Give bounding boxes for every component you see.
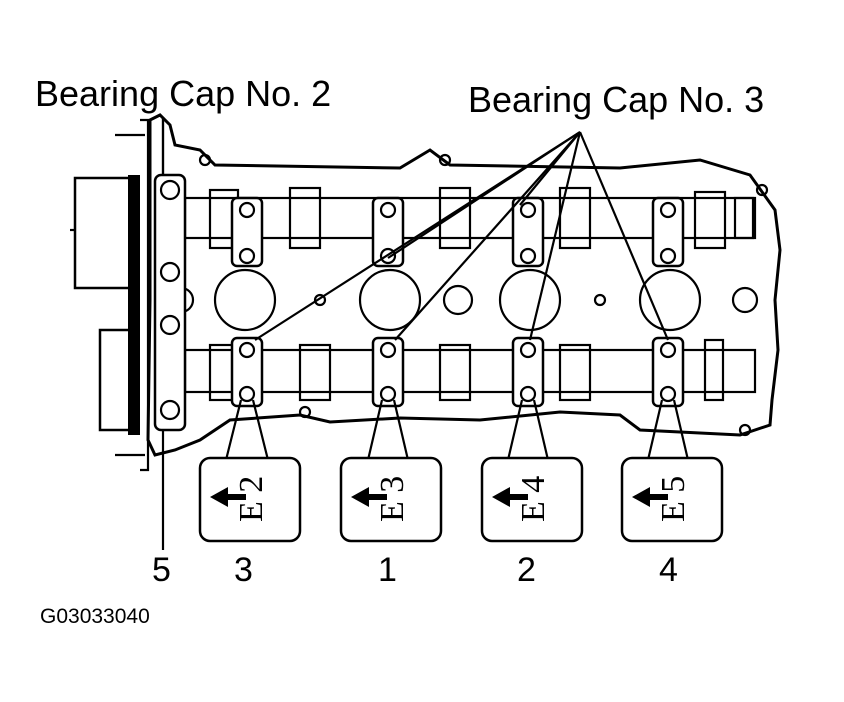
- sequence-number-1: 1: [378, 551, 397, 589]
- bearing-cap: [651, 336, 685, 408]
- sequence-number-2: 2: [517, 551, 536, 589]
- bearing-caps-intake: [230, 196, 685, 268]
- bearing-cap: [230, 196, 264, 268]
- bearing-cap: [511, 336, 545, 408]
- intake-camshaft: [183, 186, 757, 250]
- tag-e3-text: E 3: [374, 476, 411, 522]
- bearing-cap: [371, 336, 405, 408]
- tag-e2-text: E 2: [233, 476, 270, 522]
- bearing-cap: [651, 196, 685, 268]
- label-bearing-cap-no2: Bearing Cap No. 2: [35, 73, 331, 114]
- tag-e4-text: E 4: [515, 476, 552, 522]
- tag-connectors: [224, 399, 690, 461]
- sequence-number-4: 4: [659, 551, 678, 589]
- tag-e3: E 3: [339, 456, 443, 543]
- tag-e5: E 5: [620, 456, 724, 543]
- figure-code: G03033040: [40, 605, 150, 628]
- bearing-caps-exhaust: [230, 336, 685, 408]
- tag-e4: E 4: [480, 456, 584, 543]
- bearing-cap: [511, 196, 545, 268]
- label-bearing-cap-no3: Bearing Cap No. 3: [468, 79, 764, 120]
- leader-lines-cap3: [254, 131, 670, 341]
- tag-e2: E 2: [198, 456, 302, 543]
- bearing-cap-no2: [153, 118, 187, 432]
- sequence-number-5: 5: [152, 551, 171, 589]
- sequence-number-3: 3: [234, 551, 253, 589]
- bearing-cap: [230, 336, 264, 408]
- tag-e5-text: E 5: [655, 476, 692, 522]
